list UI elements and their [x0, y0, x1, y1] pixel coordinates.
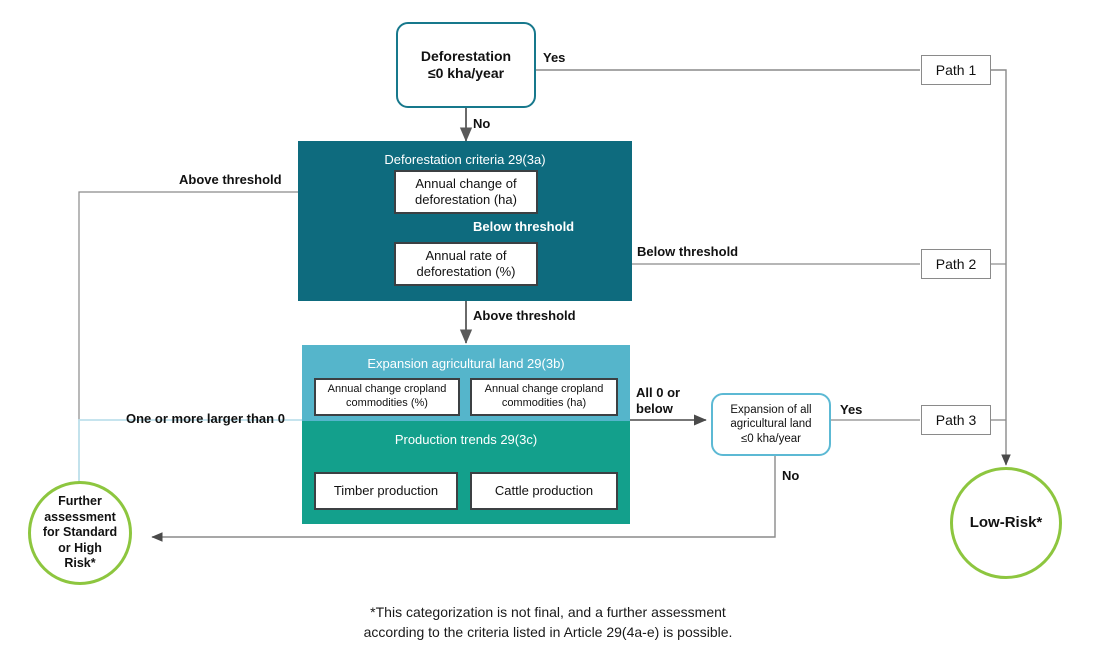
edge-label-no-top: No: [473, 116, 491, 131]
further-assessment-terminal: Further assessment for Standard or High …: [28, 481, 132, 585]
deforestation-decision-line2: ≤0 kha/year: [427, 65, 505, 81]
box-cattle-production: Cattle production: [470, 472, 618, 510]
deforestation-decision-node: Deforestation ≤0 kha/year: [396, 22, 536, 108]
box-annual-change-cropland-commodities-pct: Annual change cropland commodities (%): [314, 378, 460, 416]
edge-label-yes-top: Yes: [543, 50, 566, 65]
deforestation-decision-line1: Deforestation: [420, 47, 512, 64]
edge-label-one-or-more-larger-than-0: One or more larger than 0: [126, 411, 285, 426]
panel-3b-title: Expansion agricultural land 29(3b): [367, 356, 565, 371]
panel-3c-title: Production trends 29(3c): [394, 432, 538, 447]
expansion-decision-node: Expansion of all agricultural land ≤0 kh…: [711, 393, 831, 456]
edge-label-all-zero-or-below: All 0 or below: [636, 385, 681, 417]
box-annual-rate-of-deforestation: Annual rate of deforestation (%): [394, 242, 538, 286]
edge-label-no-expansion: No: [782, 468, 800, 483]
expansion-decision-line1: Expansion of all: [730, 403, 812, 416]
edge-label-below-threshold-mid: Below threshold: [473, 219, 575, 234]
expansion-decision-line2: agricultural land: [730, 418, 812, 431]
edge-label-above-threshold-down: Above threshold: [473, 308, 576, 323]
expansion-decision-line3: ≤0 kha/year: [740, 432, 801, 445]
path-2-tag: Path 2: [921, 249, 991, 279]
low-risk-terminal: Low-Risk*: [950, 467, 1062, 579]
footnote-text: *This categorization is not final, and a…: [363, 604, 733, 641]
box-timber-production: Timber production: [314, 472, 458, 510]
edge-label-yes-expansion: Yes: [840, 402, 863, 417]
box-annual-change-cropland-commodities-ha: Annual change cropland commodities (ha): [470, 378, 618, 416]
path-1-tag: Path 1: [921, 55, 991, 85]
edge-label-above-threshold-left: Above threshold: [179, 172, 282, 187]
edge-label-below-threshold-right: Below threshold: [637, 244, 739, 259]
box-annual-change-of-deforestation: Annual change of deforestation (ha): [394, 170, 538, 214]
path-3-tag: Path 3: [921, 405, 991, 435]
panel-3a-title: Deforestation criteria 29(3a): [384, 152, 546, 167]
